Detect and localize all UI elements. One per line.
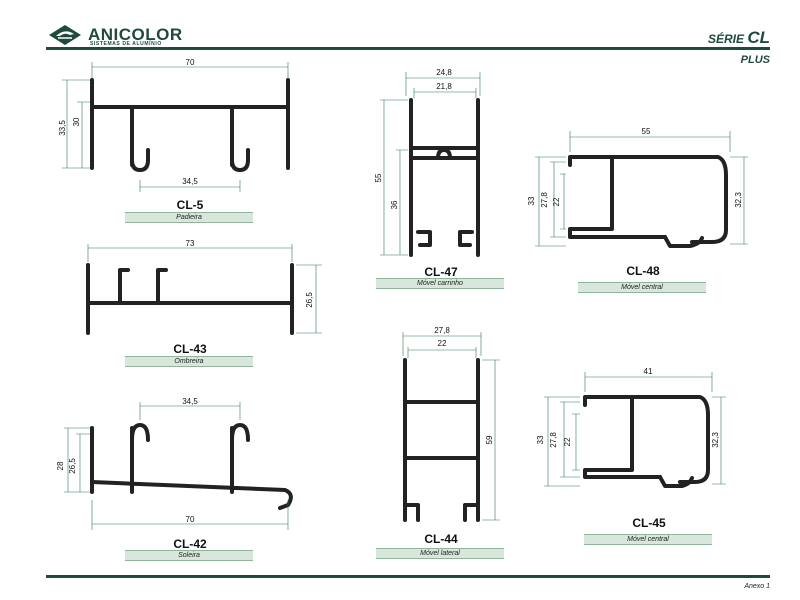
dim-cl-47-inner-width: 21,8 [436,82,452,91]
profile-code-cl-44: CL-44 [424,532,458,546]
dim-cl-47-width: 24,8 [436,68,452,77]
profile-caption-cl-45: Móvel central [584,534,712,545]
profile-cl-45-drawing [544,372,726,488]
profile-cl-42-drawing [64,402,293,530]
profile-code-cl-42: CL-42 [173,537,207,551]
dim-cl-45-core-height: 22 [563,437,572,446]
profile-cl-43-drawing [86,244,322,335]
profile-cl-5-drawing [62,62,290,192]
dim-cl-42-inner-height: 26,5 [68,458,77,474]
profile-cl-47-drawing [380,72,481,257]
dim-cl-47-inner-height: 36 [390,200,399,209]
dim-cl-5-width: 70 [186,58,195,67]
profile-code-cl-5: CL-5 [176,198,204,212]
dim-cl-45-height: 33 [536,435,545,444]
profile-cl-44-drawing [402,332,500,522]
profile-caption-cl-47: Móvel carrinho [376,278,504,289]
dim-cl-48-width: 55 [642,127,651,136]
dim-cl-48-core-height: 22 [552,197,561,206]
profile-cl-48-drawing [535,131,748,248]
series-title: SÉRIE CL [708,28,770,48]
dim-cl-43-width: 73 [186,239,195,248]
dim-cl-48-inner-height: 27,8 [540,192,549,208]
dim-cl-42-spacing: 34,5 [182,397,198,406]
brand-subtitle: SISTEMAS DE ALUMÍNIO [90,41,162,47]
dim-cl-45-side-height: 32,3 [711,432,720,448]
dim-cl-42-height: 28 [56,461,65,470]
brand-name: ANICOLOR [88,25,183,44]
dim-cl-5-inner-height: 30 [72,117,81,126]
dim-cl-42-width: 70 [186,515,195,524]
profile-code-cl-47: CL-47 [424,265,458,279]
dim-cl-44-inner-width: 22 [438,339,447,348]
dim-cl-48-height: 33 [527,196,536,205]
profile-code-cl-43: CL-43 [173,342,207,356]
series-line: PLUS [740,54,770,66]
series-label: SÉRIE [707,32,744,46]
profile-caption-cl-42: Soleira [125,550,253,561]
profile-code-cl-45: CL-45 [632,516,666,530]
dim-cl-5-spacing: 34,5 [182,177,198,186]
profile-caption-cl-5: Padieira [125,212,253,223]
profile-caption-cl-43: Ombreira [125,356,253,367]
dim-cl-44-width: 27,8 [434,326,450,335]
profile-code-cl-48: CL-48 [626,264,660,278]
dim-cl-45-inner-height: 27,8 [549,432,558,448]
profile-caption-cl-44: Móvel lateral [376,548,504,559]
dim-cl-47-height: 55 [374,173,383,182]
anicolor-logo [49,25,81,45]
footer-rule [46,575,770,578]
dim-cl-45-width: 41 [644,367,653,376]
dim-cl-48-side-height: 32,3 [734,192,743,208]
header-rule [46,47,770,50]
dim-cl-43-height: 26,5 [305,292,314,308]
annex-label: Anexo 1 [744,583,770,590]
profile-caption-cl-48: Móvel central [578,282,706,293]
dim-cl-44-height: 59 [485,435,494,444]
dim-cl-5-height: 33,5 [58,120,67,136]
series-value: CL [747,28,770,47]
